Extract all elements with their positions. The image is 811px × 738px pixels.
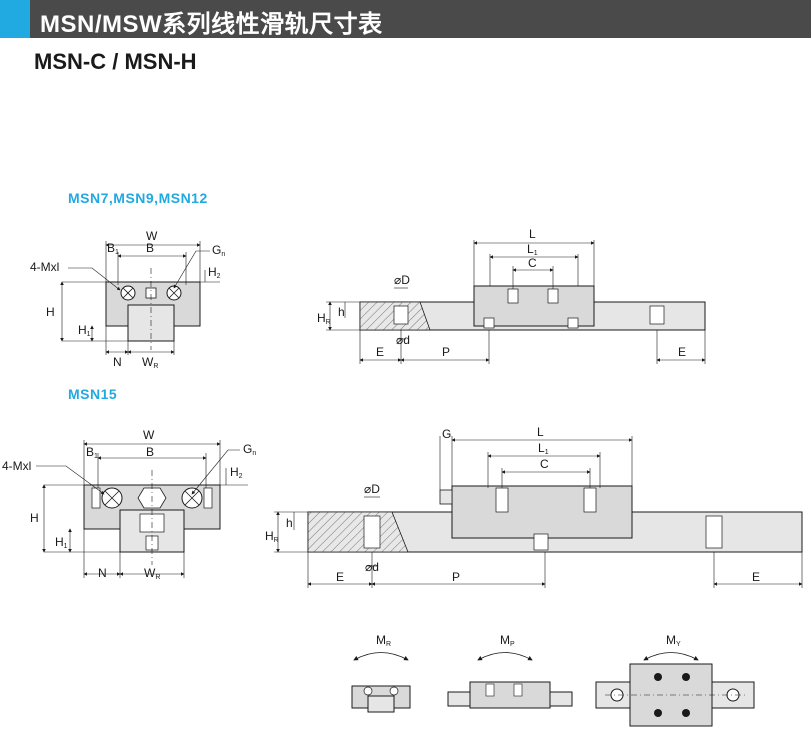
- moment-MY: MY: [666, 633, 681, 648]
- dim-WR: WR: [142, 355, 158, 370]
- dim-H-15: H: [30, 511, 39, 525]
- dim-H: H: [46, 305, 55, 319]
- dim-B1: B1: [107, 241, 119, 256]
- dim-Gn: Gn: [212, 243, 225, 258]
- dim-L1-15: L1: [538, 441, 549, 456]
- msn15-front-labels: W B1 B Gn 4-Mxl H H1 H2 N WR: [2, 428, 256, 581]
- dim-Mxl: 4-Mxl: [30, 260, 59, 274]
- dim-H2-15: H2: [230, 465, 243, 480]
- moment-labels: MR MP MY: [376, 633, 681, 648]
- dim-L: L: [529, 227, 536, 241]
- dim-B-15: B: [146, 445, 154, 459]
- section-label-msn15: MSN15: [68, 386, 118, 402]
- dim-H2: H2: [208, 265, 221, 280]
- msn15-side-view: [274, 436, 803, 588]
- msn15-side-labels: G L L1 C ⌀D ⌀d h HR E P E: [265, 425, 760, 584]
- msn7-side-view: [326, 240, 706, 364]
- moment-my-diagram: [595, 652, 755, 727]
- msn7-front-labels: W B1 B Gn 4-Mxl H H1 H2 N WR: [30, 229, 225, 370]
- dim-Gn-15: Gn: [243, 442, 256, 457]
- dim-B: B: [146, 241, 154, 255]
- dim-HR: HR: [317, 311, 331, 326]
- dim-L-15: L: [537, 425, 544, 439]
- dim-W: W: [146, 229, 158, 243]
- dim-d-15: ⌀d: [365, 560, 379, 574]
- dim-G: G: [442, 427, 451, 441]
- dim-P: P: [442, 345, 450, 359]
- dim-B1-15: B1: [86, 445, 98, 460]
- moment-mr-diagram: [351, 652, 411, 713]
- dim-WR-15: WR: [144, 566, 160, 581]
- header-accent: [0, 0, 30, 38]
- msn7-side-labels: L L1 C ⌀D ⌀d h HR E P E: [317, 227, 686, 359]
- dim-P-15: P: [452, 570, 460, 584]
- dim-L1: L1: [527, 242, 538, 257]
- series-subtitle: MSN-C / MSN-H: [34, 49, 197, 74]
- dim-C-15: C: [540, 457, 549, 471]
- section-label-msn7-9-12: MSN7,MSN9,MSN12: [68, 190, 208, 206]
- dim-h-15: h: [286, 516, 293, 530]
- dim-HR-15: HR: [265, 529, 279, 544]
- moment-MP: MP: [500, 633, 515, 648]
- dim-Mxl-15: 4-Mxl: [2, 459, 31, 473]
- msn7-front-view: [60, 241, 220, 355]
- dim-h: h: [338, 305, 345, 319]
- dim-E: E: [376, 345, 384, 359]
- dim-H1: H1: [78, 323, 91, 338]
- dim-D-15: ⌀D: [364, 482, 380, 496]
- msn15-front-view: [36, 440, 248, 578]
- dim-C: C: [528, 256, 537, 270]
- dim-E-15: E: [336, 570, 344, 584]
- dim-W-15: W: [143, 428, 155, 442]
- dim-D: ⌀D: [394, 273, 410, 287]
- moment-mp-diagram: [447, 652, 573, 709]
- dim-E-right: E: [678, 345, 686, 359]
- page-title: MSN/MSW系列线性滑轨尺寸表: [40, 11, 383, 38]
- header-bar: [0, 0, 811, 38]
- moment-MR: MR: [376, 633, 391, 648]
- dim-N-15: N: [98, 566, 107, 580]
- dim-E-15-right: E: [752, 570, 760, 584]
- dim-N: N: [113, 355, 122, 369]
- dim-d: ⌀d: [396, 333, 410, 347]
- dim-H1-15: H1: [55, 535, 68, 550]
